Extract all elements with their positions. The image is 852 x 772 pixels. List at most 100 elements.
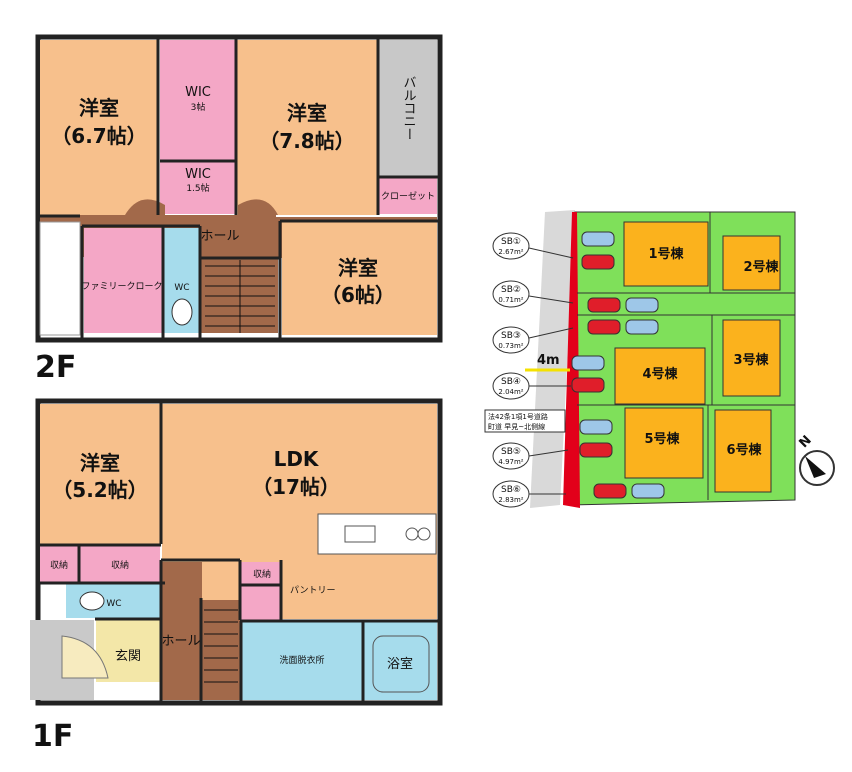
parked-cars bbox=[571, 231, 665, 499]
room-western-1f bbox=[40, 404, 160, 544]
bathroom-label: 浴室 bbox=[387, 656, 413, 672]
stove-icon-2 bbox=[417, 527, 431, 541]
ldk bbox=[162, 404, 437, 619]
sb-5-name: SB⑤ bbox=[501, 447, 521, 457]
pantry bbox=[240, 586, 280, 620]
sb-5-area: 4.97m² bbox=[498, 458, 523, 466]
sb-6-area: 2.83m² bbox=[498, 496, 523, 504]
sink-icon bbox=[344, 525, 376, 543]
lot-3-label: 3号棟 bbox=[733, 352, 769, 368]
room-western-1-size: （6.7帖） bbox=[51, 124, 146, 148]
room-western-1f-size: （5.2帖） bbox=[52, 478, 147, 502]
bathtub-icon bbox=[372, 635, 430, 693]
wc-1f-label: WC bbox=[106, 599, 121, 609]
hall-1f bbox=[162, 562, 202, 700]
lot-6-building bbox=[714, 409, 772, 493]
road bbox=[530, 210, 575, 508]
sb-marker-4: SB④ 2.04m² bbox=[492, 372, 571, 400]
wic-1-name: WIC bbox=[185, 85, 211, 100]
kitchen-counter bbox=[317, 513, 437, 555]
wc-2f-label: WC bbox=[174, 283, 189, 293]
ldk-size: （17帖） bbox=[252, 475, 340, 499]
road-note-line1: 法42条1項1号道路 bbox=[488, 412, 548, 421]
stairs-1f-steps bbox=[204, 609, 238, 683]
car-icon bbox=[579, 442, 613, 458]
road-width-label: 4m bbox=[537, 353, 560, 368]
pantry-label: パントリー bbox=[290, 585, 335, 596]
family-closet-label: ファミリークローク bbox=[81, 281, 162, 292]
room-western-1f-name: 洋室 bbox=[80, 451, 120, 475]
balcony-label: バルコニー bbox=[401, 76, 417, 141]
car-icon bbox=[631, 483, 665, 499]
sb-marker-2: SB② 0.71m² bbox=[492, 280, 574, 308]
room-western-3-name: 洋室 bbox=[338, 256, 378, 280]
storage-1 bbox=[40, 546, 78, 582]
floor-2f-label: 2F bbox=[35, 350, 76, 385]
entrance-door-swing bbox=[61, 635, 109, 679]
room-western-3-size: （6帖） bbox=[321, 283, 395, 307]
lot-6-label: 6号棟 bbox=[726, 442, 762, 458]
car-icon bbox=[625, 297, 659, 313]
compass-north-label: N bbox=[797, 433, 815, 451]
balcony bbox=[379, 40, 437, 176]
floor-1f-label: 1F bbox=[32, 719, 73, 754]
hall-2f-curve-right bbox=[238, 199, 278, 215]
sb-6-name: SB⑥ bbox=[501, 485, 521, 495]
car-icon bbox=[581, 254, 615, 270]
wic-2 bbox=[160, 162, 235, 214]
compass-icon: N bbox=[797, 433, 835, 486]
storage-3 bbox=[240, 562, 280, 584]
void-2f bbox=[39, 221, 81, 336]
lot-4-label: 4号棟 bbox=[642, 366, 678, 382]
toilet-2f-icon bbox=[171, 298, 193, 326]
sb-1-area: 2.67m² bbox=[498, 248, 523, 256]
wic-2-name: WIC bbox=[185, 167, 211, 182]
entrance-label: 玄関 bbox=[115, 649, 141, 664]
hall-2f-curve-left bbox=[125, 199, 165, 215]
room-western-1-name: 洋室 bbox=[79, 96, 119, 120]
lot-3-building bbox=[722, 319, 781, 397]
sb-4-area: 2.04m² bbox=[498, 388, 523, 396]
sb-2-name: SB② bbox=[501, 285, 521, 295]
car-icon bbox=[625, 319, 659, 335]
lot-5-label: 5号棟 bbox=[644, 431, 680, 447]
washroom-label: 洗面脱衣所 bbox=[279, 654, 324, 666]
sb-marker-5: SB⑤ 4.97m² bbox=[492, 442, 569, 470]
lot-1-building bbox=[623, 221, 709, 287]
room-western-2-size: （7.8帖） bbox=[259, 129, 354, 153]
walls-1f bbox=[38, 401, 438, 703]
wic-1-size: 3帖 bbox=[191, 101, 206, 113]
car-icon bbox=[587, 319, 621, 335]
hall-2f-label: ホール bbox=[200, 229, 239, 244]
car-icon bbox=[571, 355, 605, 371]
storage-1-label: 収納 bbox=[50, 559, 68, 571]
car-icon bbox=[571, 377, 605, 393]
road-note-line2: 町道 早見~北側線 bbox=[488, 422, 545, 431]
sb-marker-3: SB③ 0.73m² bbox=[492, 326, 574, 354]
road-setback-red bbox=[563, 212, 580, 508]
hall-1f-label: ホール bbox=[161, 634, 200, 649]
room-western-2-name: 洋室 bbox=[287, 101, 327, 125]
room-western-2 bbox=[237, 40, 377, 215]
storage-2-label: 収納 bbox=[111, 559, 129, 571]
sb-3-area: 0.73m² bbox=[498, 342, 523, 350]
bathroom bbox=[364, 622, 437, 700]
site-plan: 1号棟 2号棟 3号棟 4号棟 5号棟 6号棟 4m 法42条1項1号道路 町道… bbox=[484, 210, 835, 508]
lot-2-building bbox=[722, 235, 781, 291]
lot-4-building bbox=[614, 347, 706, 405]
sb-marker-1: SB① 2.67m² bbox=[492, 232, 574, 260]
car-icon bbox=[593, 483, 627, 499]
car-icon bbox=[579, 419, 613, 435]
family-closet bbox=[84, 228, 162, 333]
storage-2 bbox=[80, 546, 160, 582]
ldk-name: LDK bbox=[274, 447, 320, 471]
washroom bbox=[242, 622, 362, 700]
room-western-3 bbox=[282, 222, 437, 335]
lot-5-building bbox=[624, 407, 704, 479]
lot-1-label: 1号棟 bbox=[648, 246, 684, 262]
lot-2-label: 2号棟 bbox=[743, 259, 779, 275]
sb-marker-6: SB⑥ 2.83m² bbox=[492, 480, 566, 508]
car-icon bbox=[581, 231, 615, 247]
closet-2f bbox=[379, 178, 437, 214]
